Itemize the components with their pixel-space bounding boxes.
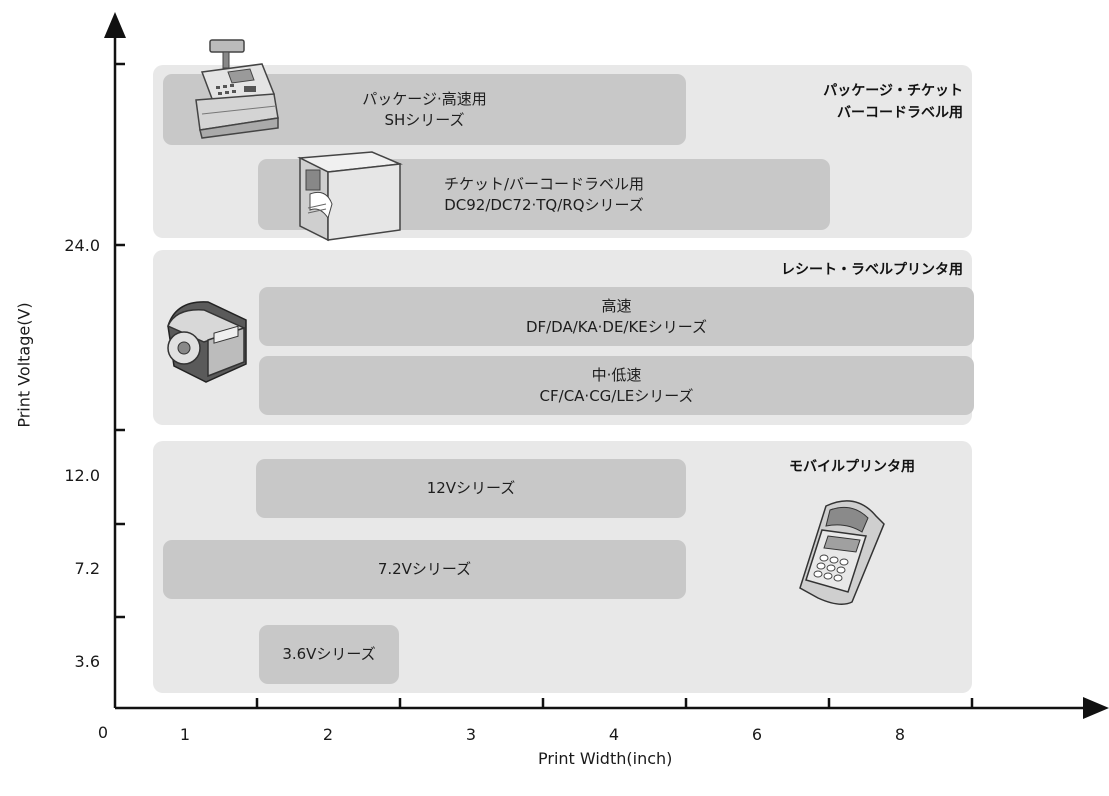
7-2v-series-bar: 7.2Vシリーズ	[163, 540, 686, 599]
3-6v-series-bar: 3.6Vシリーズ	[259, 625, 399, 684]
group-label-line: パッケージ・チケット	[823, 83, 963, 99]
x-tick-label: 2	[322, 725, 334, 744]
y-tick-label: 7.2	[74, 559, 100, 578]
mobile-printer-icon	[799, 500, 885, 605]
y-tick-label: 12.0	[64, 466, 100, 485]
group-label-line: バーコードラベル用	[837, 105, 963, 121]
x-axis	[115, 698, 1095, 710]
x-tick-label: 8	[894, 725, 906, 744]
bar-label-line: パッケージ·高速用	[362, 89, 487, 108]
mobile-printer-group-label: モバイルプリンタ用	[789, 459, 915, 475]
x-axis-title: Print Width(inch)	[538, 749, 673, 768]
bar-label-line: チケット/バーコードラベル用	[443, 174, 645, 193]
origin-label: 0	[97, 723, 109, 742]
x-tick-label: 4	[608, 725, 620, 744]
high-speed-series-bar: 高速 DF/DA/KA·DE/KEシリーズ	[259, 287, 974, 346]
y-tick-label: 3.6	[74, 652, 100, 671]
y-axis	[113, 28, 125, 708]
y-axis-arrow	[104, 12, 126, 38]
bar-label-line: 12Vシリーズ	[426, 479, 516, 497]
bar-label-line: DC92/DC72·TQ/RQシリーズ	[444, 195, 644, 214]
label-printer-icon	[167, 301, 247, 383]
bar-label-line: SHシリーズ	[384, 110, 465, 129]
bar-label-line: 高速	[601, 296, 632, 315]
y-tick-label: 24.0	[64, 236, 100, 255]
bar-label-line: DF/DA/KA·DE/KEシリーズ	[525, 317, 708, 336]
y-axis-title: Print Voltage(V)	[14, 302, 34, 428]
x-tick-label: 6	[751, 725, 763, 744]
mid-low-speed-series-bar: 中·低速 CF/CA·CG/LEシリーズ	[259, 356, 974, 415]
bar-label-line: 中·低速	[591, 365, 642, 384]
cash-register-icon	[195, 39, 279, 139]
x-tick-label: 1	[179, 725, 191, 744]
x-tick-label: 3	[465, 725, 477, 744]
bar-label-line: 7.2Vシリーズ	[377, 560, 472, 578]
12v-series-bar: 12Vシリーズ	[256, 459, 686, 518]
ticket-barcode-printer-icon	[297, 151, 403, 242]
x-axis-arrow	[1083, 697, 1109, 719]
receipt-label-group-label: レシート・ラベルプリンタ用	[781, 262, 963, 278]
bar-label-line: 3.6Vシリーズ	[282, 645, 376, 663]
package-ticket-group-label: パッケージ・チケット バーコードラベル用	[823, 80, 963, 124]
bar-label-line: CF/CA·CG/LEシリーズ	[539, 386, 694, 405]
